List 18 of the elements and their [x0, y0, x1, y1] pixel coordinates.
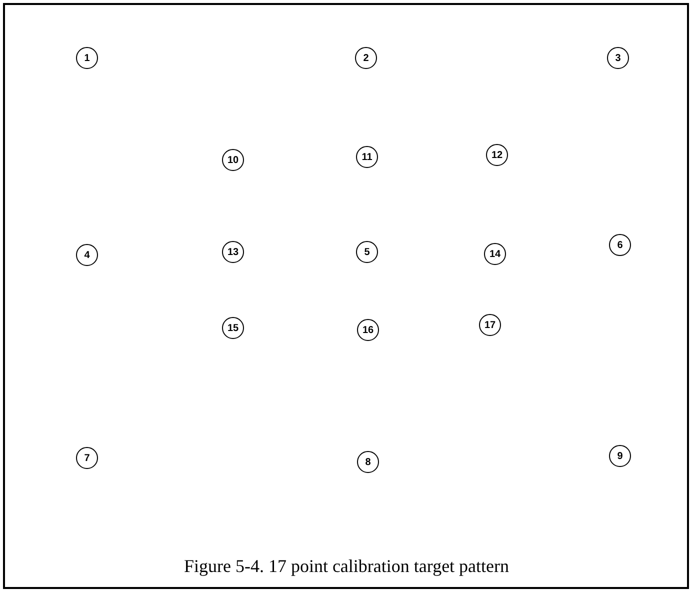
numbered-circle: 16 [357, 319, 379, 341]
numbered-circle: 10 [222, 149, 244, 171]
numbered-circle: 4 [76, 244, 98, 266]
numbered-circle: 6 [609, 234, 631, 256]
numbered-circle: 3 [607, 47, 629, 69]
numbered-circle: 14 [484, 243, 506, 265]
numbered-circle: 5 [356, 241, 378, 263]
numbered-circle: 9 [609, 445, 631, 467]
numbered-circle: 15 [222, 317, 244, 339]
numbered-circle: 8 [357, 451, 379, 473]
figure-caption: Figure 5-4. 17 point calibration target pattern [184, 556, 510, 576]
numbered-circle: 2 [355, 47, 377, 69]
numbered-circle: 1 [76, 47, 98, 69]
numbered-circle: 12 [486, 144, 508, 166]
numbered-circle: 13 [222, 241, 244, 263]
numbered-circle: 11 [356, 146, 378, 168]
numbered-circle: 17 [479, 314, 501, 336]
numbered-circle: 7 [76, 447, 98, 469]
